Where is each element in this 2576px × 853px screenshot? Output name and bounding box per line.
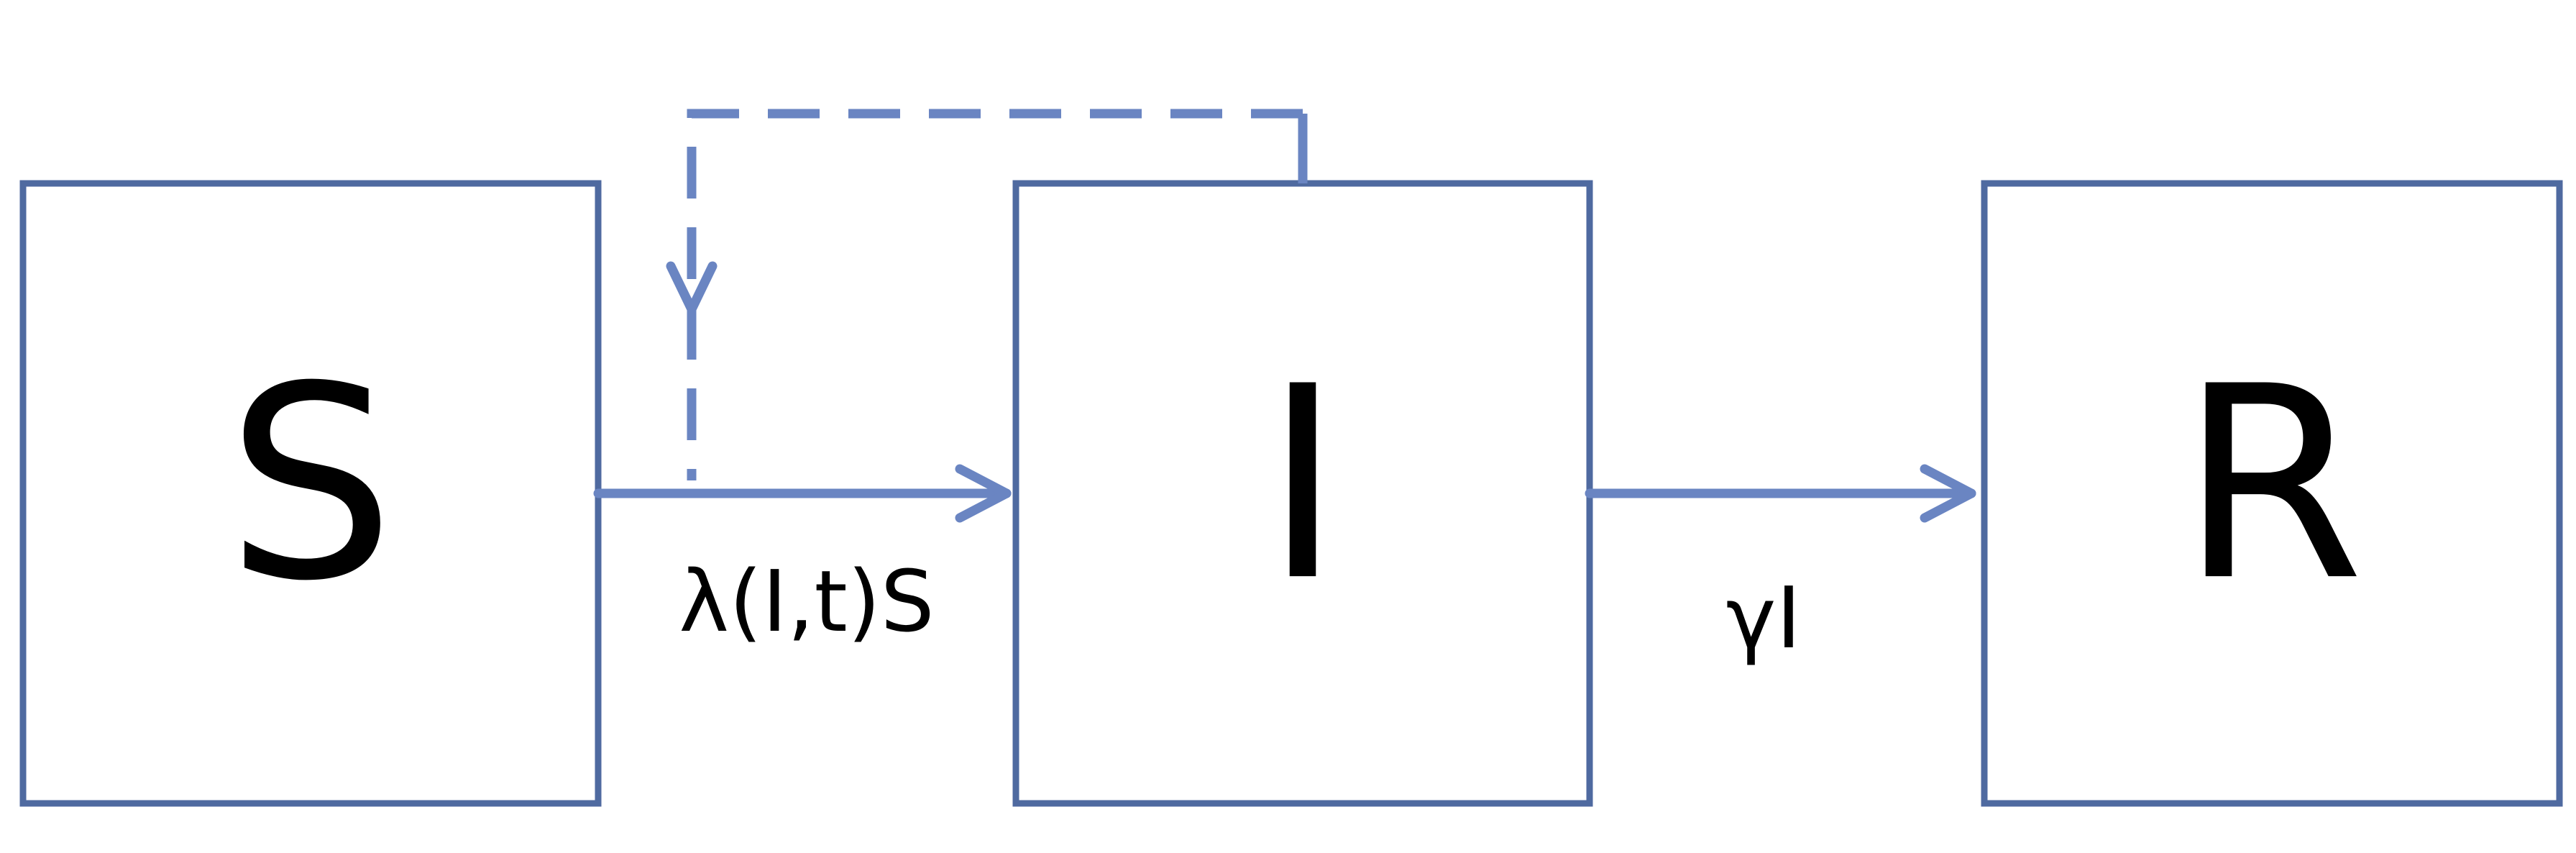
- compartment-i-box: [1012, 180, 1593, 807]
- feedback-i-to-infection-rate: [666, 109, 1308, 480]
- flow-s-to-i: λ(I,t)S: [593, 464, 1012, 651]
- flow-s-to-i-arrowhead: [955, 464, 1012, 523]
- compartment-s-label: S: [226, 330, 395, 639]
- compartment-r: R: [1981, 180, 2563, 807]
- compartment-s: S: [19, 180, 602, 807]
- compartment-r-box: [1981, 180, 2563, 807]
- flow-i-to-r-arrowhead: [1920, 464, 1976, 523]
- compartment-i-label: I: [1263, 330, 1342, 639]
- compartment-s-box: [19, 180, 602, 807]
- flow-i-to-r: γI: [1585, 464, 1976, 667]
- feedback-arrowhead: [666, 261, 718, 314]
- feedback-dashed-path: [687, 109, 1303, 480]
- recovery-rate-label: γI: [1726, 568, 1802, 667]
- compartment-i: I: [1012, 180, 1593, 807]
- infection-rate-label: λ(I,t)S: [679, 552, 934, 651]
- compartment-r-label: R: [2179, 330, 2364, 639]
